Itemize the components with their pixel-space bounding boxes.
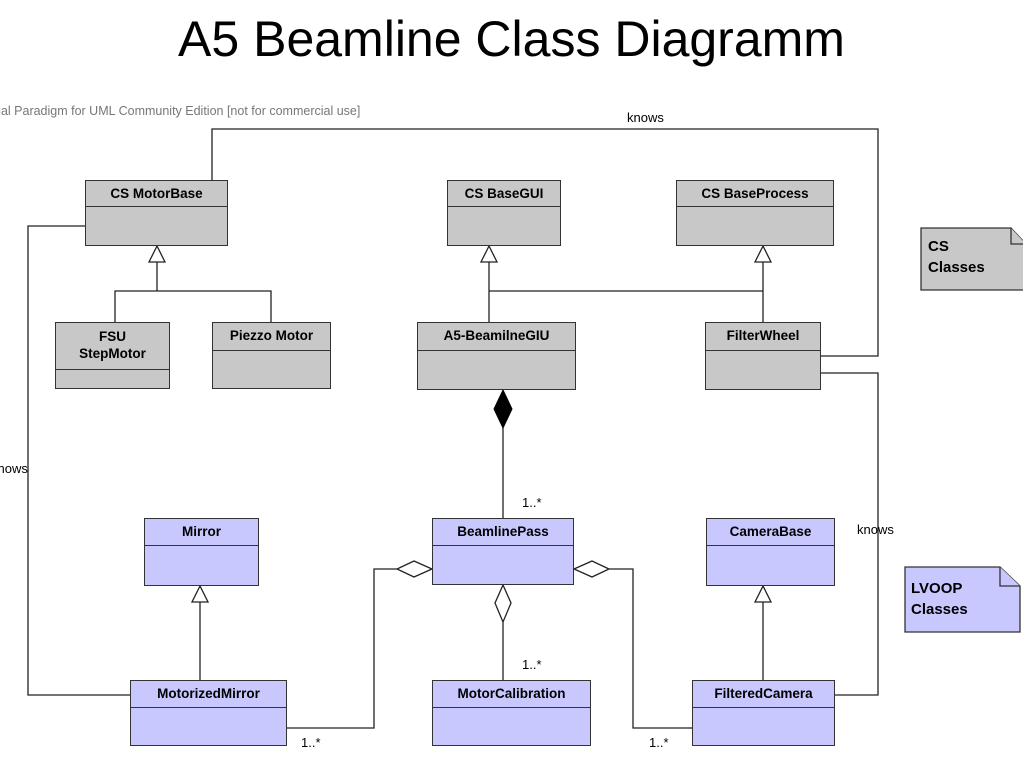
class-name: CameraBase: [707, 519, 834, 546]
class-name: MotorCalibration: [433, 681, 590, 708]
class-camerabase: CameraBase: [706, 518, 835, 586]
class-cs-baseprocess: CS BaseProcess: [676, 180, 834, 246]
multiplicity-beamlinepass: 1..*: [522, 495, 542, 510]
composition-diamond: [493, 388, 513, 430]
class-cs-basegui: CS BaseGUI: [447, 180, 561, 246]
association-knows-right: [820, 372, 879, 696]
label-knows-top: knows: [627, 110, 664, 125]
association-knows-top: [211, 128, 879, 357]
note-lvoop: LVOOP Classes: [911, 578, 968, 620]
label-knows-left: knows: [0, 461, 28, 476]
page-title: A5 Beamline Class Diagramm: [178, 11, 845, 67]
inheritance-arrow-basegui: [479, 244, 499, 263]
class-motorcalibration: MotorCalibration: [432, 680, 591, 746]
inheritance-arrow-motorbase: [147, 244, 167, 263]
class-motorizedmirror: MotorizedMirror: [130, 680, 287, 746]
note-lvoop-line2: Classes: [911, 601, 968, 618]
generalization-fsu: [114, 290, 157, 322]
watermark-text: ual Paradigm for UML Community Edition […: [0, 104, 361, 118]
class-name-line1: FSU: [99, 329, 126, 344]
class-name: BeamlinePass: [433, 519, 573, 546]
aggregation-filteredcamera: [609, 568, 692, 729]
aggregation-diamond-bottom: [494, 583, 512, 624]
association-knows-left: [27, 225, 130, 696]
multiplicity-motorizedmirror: 1..*: [301, 735, 321, 750]
class-name: FSU StepMotor: [56, 323, 169, 370]
class-a5-beamlinegiu: A5-BeamilneGIU: [417, 322, 576, 390]
class-piezzo-motor: Piezzo Motor: [212, 322, 331, 389]
note-lvoop-shape: [904, 566, 1021, 633]
class-name: Mirror: [145, 519, 258, 546]
note-lvoop-line1: LVOOP: [911, 580, 963, 597]
class-name: MotorizedMirror: [131, 681, 286, 708]
class-beamlinepass: BeamlinePass: [432, 518, 574, 585]
inheritance-arrow-camerabase: [753, 584, 773, 603]
class-name: CS BaseProcess: [677, 181, 833, 207]
multiplicity-filteredcamera: 1..*: [649, 735, 669, 750]
aggregation-diamond-left: [395, 560, 434, 578]
inheritance-arrow-baseprocess: [753, 244, 773, 263]
class-name: CS MotorBase: [86, 181, 227, 207]
class-name: FilteredCamera: [693, 681, 834, 708]
note-cs-shape: [920, 227, 1023, 291]
class-fsu-stepmotor: FSU StepMotor: [55, 322, 170, 389]
class-name-line2: StepMotor: [79, 346, 146, 361]
aggregation-motorizedmirror: [287, 568, 397, 729]
class-name: A5-BeamilneGIU: [418, 323, 575, 351]
class-mirror: Mirror: [144, 518, 259, 586]
label-knows-right: knows: [857, 522, 894, 537]
class-filteredcamera: FilteredCamera: [692, 680, 835, 746]
note-cs-line2: Classes: [928, 259, 985, 276]
class-name: Piezzo Motor: [213, 323, 330, 351]
generalization-piezzo: [157, 290, 272, 322]
note-cs: CS Classes: [928, 236, 985, 278]
note-cs-line1: CS: [928, 238, 949, 255]
class-name: CS BaseGUI: [448, 181, 560, 207]
multiplicity-motorcalibration: 1..*: [522, 657, 542, 672]
class-filterwheel: FilterWheel: [705, 322, 821, 390]
inheritance-arrow-mirror: [190, 584, 210, 603]
aggregation-diamond-right: [572, 560, 611, 578]
class-cs-motorbase: CS MotorBase: [85, 180, 228, 246]
class-name: FilterWheel: [706, 323, 820, 351]
